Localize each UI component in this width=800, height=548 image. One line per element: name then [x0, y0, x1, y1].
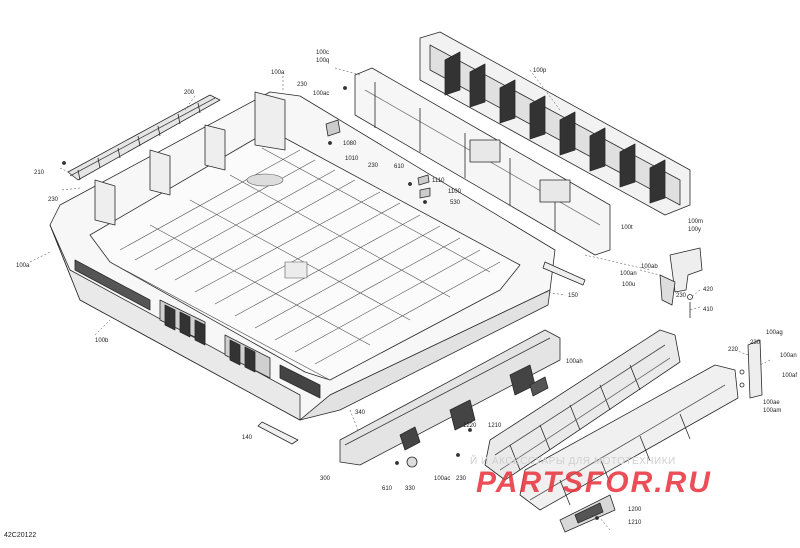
callout-1010: 1010: [345, 156, 359, 162]
callout-100ab: 100ab: [641, 264, 658, 270]
callout-1210: 1210: [628, 520, 642, 526]
callout-230: 230: [676, 293, 687, 299]
callout-100ag: 100ag: [766, 330, 783, 336]
callout-420: 420: [703, 287, 714, 293]
callout-230: 230: [368, 163, 379, 169]
watermark-subtitle: Й И АКСЕССУАРЫ ДЛЯ МОТОТЕХНИКИ: [470, 456, 676, 467]
floor-ribs: [109, 147, 501, 381]
callout-100af: 100af: [782, 373, 798, 379]
partsfor-logo: PARTSFOR.RU: [476, 466, 712, 499]
callout-150: 150: [568, 293, 579, 299]
logo-text: PARTSFOR.RU: [476, 466, 712, 499]
callout-530: 530: [450, 200, 461, 206]
callout-410: 410: [703, 307, 714, 313]
callout-300: 300: [320, 476, 331, 482]
callout-340: 340: [355, 410, 366, 416]
callout-100q: 100q: [316, 58, 330, 64]
callout-100t: 100t: [621, 225, 633, 231]
callout-1100: 1100: [448, 189, 461, 195]
hardware-parts: [62, 86, 763, 520]
callout-100c: 100c: [316, 50, 330, 56]
callout-200: 200: [184, 90, 195, 96]
callout-1080: 1080: [343, 141, 357, 147]
callout-1110: 1110: [432, 178, 445, 184]
callout-330: 330: [405, 486, 416, 492]
callout-100ac: 100ac: [313, 91, 330, 97]
callout-100m: 100m: [688, 219, 704, 225]
callout-230: 230: [750, 340, 761, 346]
callout-220: 220: [728, 347, 739, 353]
callout-1200: 1200: [628, 507, 642, 513]
callout-100ac: 100ac: [434, 476, 451, 482]
side-rail-200: [67, 94, 221, 181]
tailgate-inner-100ab: [484, 329, 681, 481]
callout-100an: 100an: [780, 353, 797, 359]
callout-100ah: 100ah: [566, 359, 583, 365]
callout-100p: 100p: [533, 68, 547, 74]
callout-1210: 1210: [488, 423, 502, 429]
callout-610: 610: [394, 164, 405, 170]
callout-100a: 100a: [271, 70, 285, 76]
callout-140: 140: [242, 435, 253, 441]
leader-lines: [29, 67, 771, 531]
callout-100y: 100y: [688, 227, 702, 233]
front-panel-100p: [419, 31, 691, 216]
callout-100a: 100a: [16, 263, 30, 269]
tailgate-outer-100ah: [519, 364, 739, 533]
callout-100an: 100an: [620, 271, 637, 277]
callout-1220: 1220: [463, 423, 477, 429]
bulkhead-panel-100t: [354, 67, 611, 256]
callout-230: 230: [456, 476, 467, 482]
callout-230: 230: [297, 82, 308, 88]
rear-bumper-300: [339, 329, 561, 466]
callout-610: 610: [382, 486, 393, 492]
callout-100u: 100u: [622, 282, 636, 288]
callout-230: 230: [48, 197, 59, 203]
callout-210: 210: [34, 170, 45, 176]
diagram-reference-code: 42C20122: [4, 532, 37, 539]
callout-100ae: 100ae: [763, 400, 780, 406]
callout-100am: 100am: [763, 408, 782, 414]
callout-100b: 100b: [95, 338, 109, 344]
